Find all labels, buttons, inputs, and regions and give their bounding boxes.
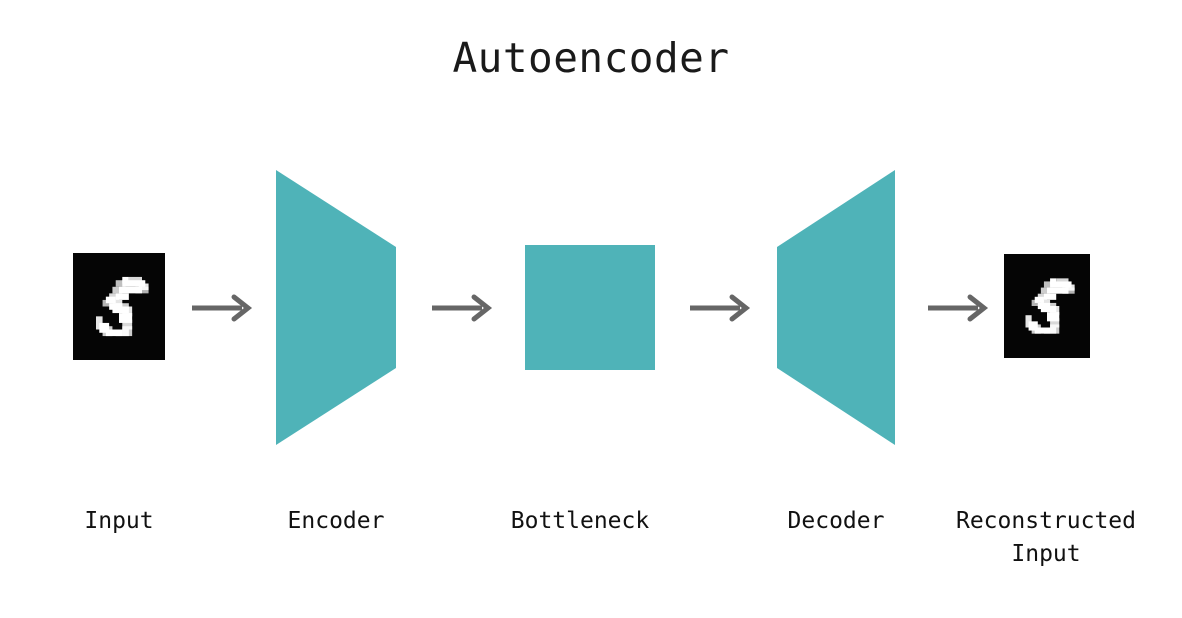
label-input: Input xyxy=(84,508,154,534)
mnist-digit-5-icon xyxy=(73,260,165,353)
label-bottleneck: Bottleneck xyxy=(510,508,650,534)
mnist-digit-5-icon xyxy=(1004,263,1090,349)
reconstructed-digit-tile[interactable] xyxy=(1004,254,1090,358)
right-arrow-icon xyxy=(432,294,493,322)
label-encoder: Encoder xyxy=(287,508,385,534)
label-decoder: Decoder xyxy=(787,508,885,534)
arrow-bottleneck-to-decoder xyxy=(688,288,754,328)
right-arrow-icon xyxy=(928,294,989,322)
page-title: Autoencoder xyxy=(452,34,730,82)
arrow-input-to-encoder xyxy=(190,288,256,328)
decoder-trapezoid[interactable] xyxy=(777,170,895,445)
right-arrow-icon xyxy=(690,294,751,322)
right-arrow-icon xyxy=(192,294,253,322)
input-digit-tile[interactable] xyxy=(73,253,165,360)
arrow-encoder-to-bottleneck xyxy=(430,288,496,328)
label-reconstructed-input: Reconstructed Input xyxy=(955,508,1136,567)
encoder-trapezoid[interactable] xyxy=(276,170,396,445)
arrow-decoder-to-reconstructed xyxy=(926,288,992,328)
bottleneck-square[interactable] xyxy=(525,245,655,370)
